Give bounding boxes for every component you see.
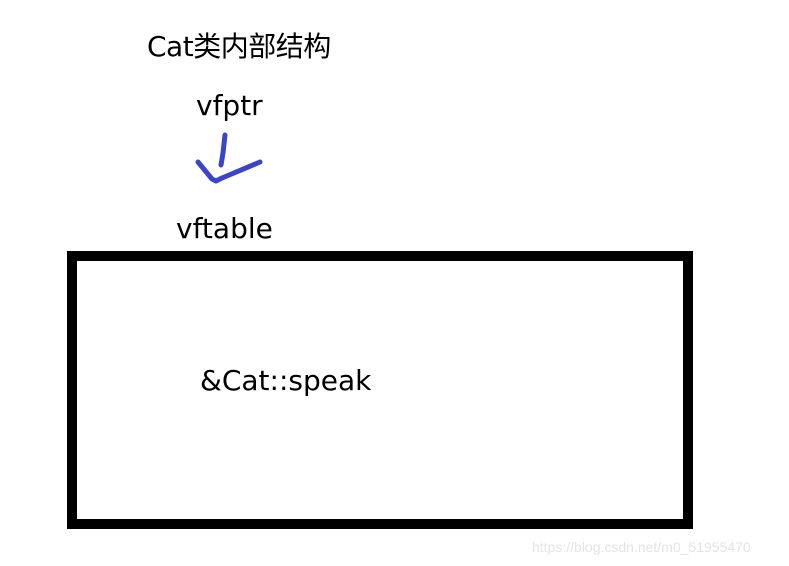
- vftable-entry: &Cat::speak: [200, 364, 372, 397]
- vfptr-label: vfptr: [196, 89, 263, 122]
- vftable-label: vftable: [176, 212, 273, 245]
- arrow-down-icon: [195, 132, 263, 184]
- vftable-box: [67, 251, 693, 529]
- watermark: https://blog.csdn.net/m0_51955470: [532, 539, 751, 555]
- diagram-title: Cat类内部结构: [147, 30, 331, 63]
